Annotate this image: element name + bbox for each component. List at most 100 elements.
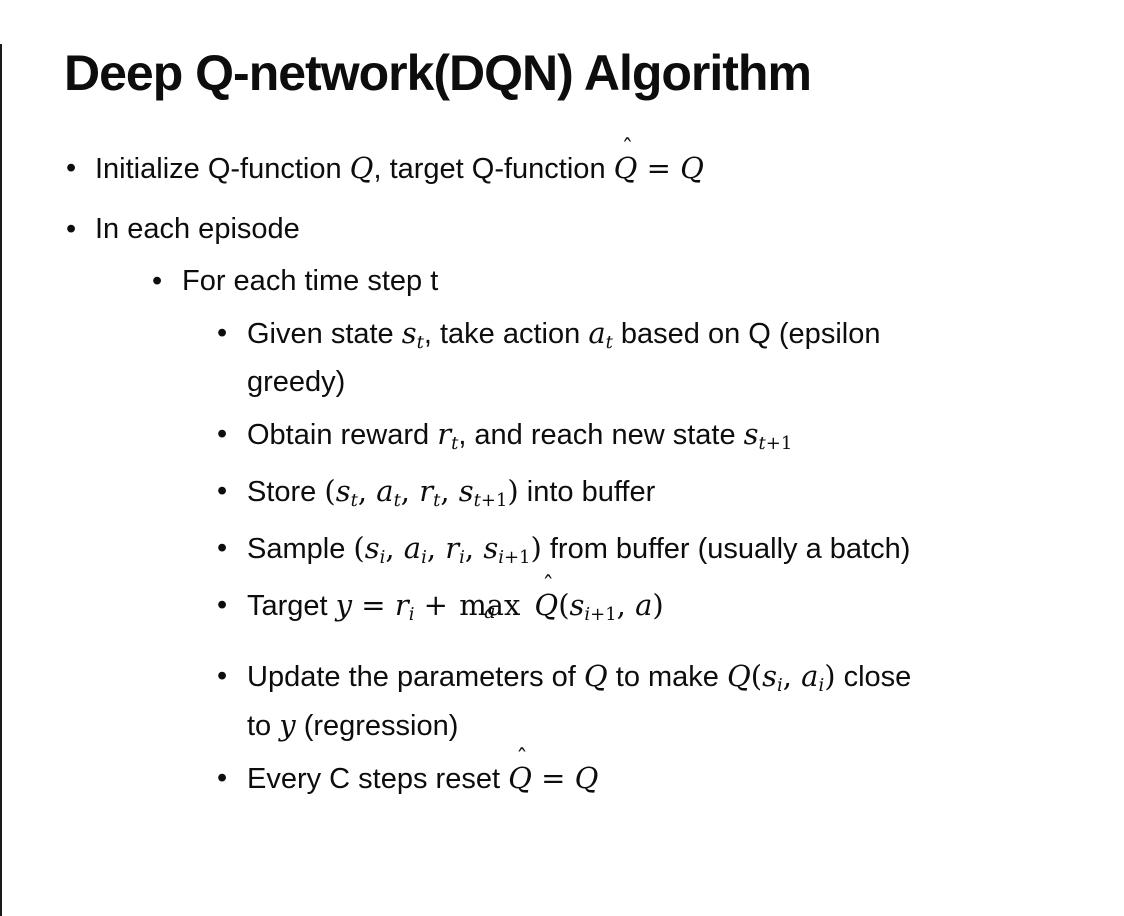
math-subscript: t [473, 490, 481, 512]
math-variable: r [394, 588, 409, 622]
list-item: • In each episode [2, 207, 1124, 251]
list-item: • For each time step t [2, 259, 1124, 303]
math-variable: a [403, 531, 422, 565]
bullet-icon: • [217, 475, 228, 507]
text-run: (regression) [295, 710, 459, 742]
math-operator: + [414, 588, 458, 622]
bullet-text: Obtain reward rt, and reach new state st… [247, 417, 793, 455]
math-operator: , [464, 531, 484, 565]
math-operator: = [352, 588, 395, 622]
math-variable: s [762, 659, 777, 693]
bullet-icon: • [217, 418, 228, 450]
math-subscript: +1 [765, 433, 793, 455]
math-subscript: i [459, 547, 465, 569]
math-subscript: t [605, 332, 613, 354]
math-subscript: t [350, 490, 358, 512]
math-variable: r [419, 474, 434, 508]
math-operator: , [385, 531, 404, 565]
text-run: , and reach new state [458, 419, 744, 451]
list-item: •Given state st, take action at based on… [2, 311, 1124, 404]
math-operator: = [637, 151, 681, 185]
math-subscript: +1 [480, 490, 508, 512]
bullet-text: Sample (si, ai, ri, si+1) from buffer (u… [247, 531, 911, 569]
math-subscript: i [584, 604, 591, 626]
text-run: into buffer [518, 476, 656, 508]
math-operator: ) [652, 588, 664, 622]
text-run: For each time step t [182, 265, 439, 297]
math-variable: Q [583, 659, 608, 693]
list-item: •Sample (si, ai, ri, si+1) from buffer (… [2, 526, 1124, 575]
math-subscript: i [818, 675, 825, 697]
math-operator: , [357, 474, 377, 508]
math-operator: ) [824, 659, 836, 693]
text-run: Given state [247, 318, 402, 350]
text-run: Initialize Q-function [95, 153, 350, 185]
bullet-text: In each episode [95, 213, 300, 245]
text-run: Obtain reward [247, 419, 438, 451]
bullet-text: Initialize Q-function Q, target Q-functi… [95, 137, 704, 185]
text-run: from buffer (usually a batch) [541, 533, 911, 565]
math-subscript: +1 [590, 604, 617, 626]
math-variable: y [335, 588, 353, 622]
bullet-text: Update the parameters of Q to make Q(si,… [247, 659, 912, 742]
math-variable: a [635, 588, 653, 622]
text-run: Every C steps reset [247, 763, 509, 795]
math-operator: ( [353, 531, 365, 565]
math-operator: , [426, 531, 446, 565]
hat-accent-icon: ˆ [516, 744, 528, 772]
text-run: In each episode [95, 213, 300, 245]
math-operator: , [616, 588, 636, 622]
math-subscript: +1 [503, 547, 531, 569]
text-run: to make [607, 661, 727, 693]
text-run: close [835, 661, 912, 693]
math-operator: , [782, 659, 802, 693]
bullet-text: For each time step t [182, 265, 438, 297]
text-run: greedy) [247, 366, 346, 398]
list-item: •Update the parameters of Q to make Q(si… [2, 654, 1124, 748]
math-operator: ) [507, 474, 519, 508]
list-item: • Store (st, at, rt, st+1) into buffer [2, 469, 1124, 518]
math-subscript: t [416, 332, 424, 354]
math-variable: r [445, 531, 460, 565]
math-operator: , [400, 474, 420, 508]
list-item: • Obtain reward rt, and reach new state s… [2, 412, 1124, 461]
math-operator: ( [750, 659, 763, 693]
text-run: Sample [247, 533, 354, 565]
math-subscript: i [776, 675, 783, 697]
math-variable: a [588, 316, 606, 350]
math-variable: y [279, 708, 296, 742]
bullet-icon: • [152, 265, 163, 297]
math-variable: Q [680, 151, 704, 185]
text-run: , take action [423, 318, 589, 350]
text-run [526, 590, 534, 622]
math-operator: ) [530, 531, 542, 565]
text-run: , target Q-function [373, 153, 614, 185]
math-variable: a [376, 474, 394, 508]
math-subscript: t [393, 490, 401, 512]
bullet-icon: • [66, 213, 77, 245]
math-subscript: i [421, 547, 427, 569]
math-operator: = [531, 761, 575, 795]
bullet-icon: • [217, 762, 228, 794]
math-variable: s [743, 417, 759, 451]
math-variable: Q [726, 659, 751, 693]
text-run: Update the parameters of [247, 661, 584, 693]
math-operator: ( [558, 588, 570, 622]
math-operator: ( [324, 474, 336, 508]
math-variable: Q [349, 151, 374, 185]
math-variable: a [801, 659, 819, 693]
text-run: Target [247, 590, 336, 622]
hat-accent-icon: ˆ [621, 134, 634, 162]
bullet-text: Store (st, at, rt, st+1) into buffer [247, 474, 656, 512]
slide: Deep Q-network(DQN) Algorithm •Initializ… [2, 44, 1124, 916]
bullet-icon: • [217, 317, 228, 349]
math-variable: s [483, 531, 499, 565]
text-run: to [247, 710, 280, 742]
